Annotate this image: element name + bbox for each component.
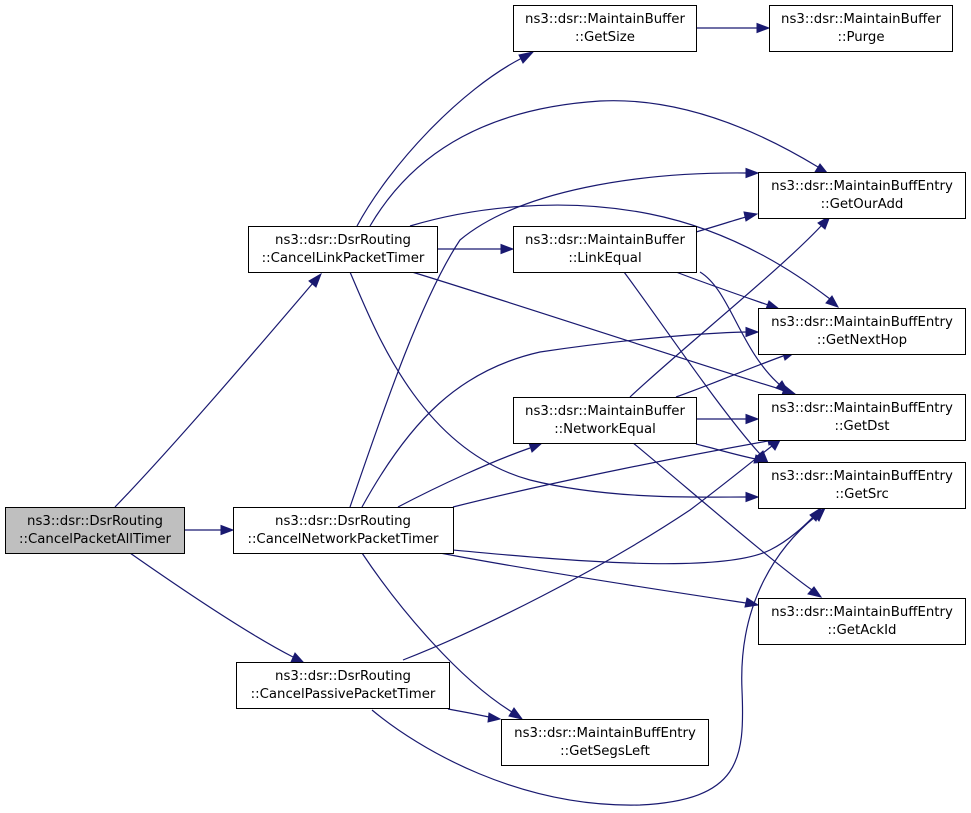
node-line1: ns3::dsr::DsrRouting xyxy=(275,669,411,684)
edge-getsize-to-purge xyxy=(696,22,771,34)
node-line2: ::LinkEqual xyxy=(568,251,641,266)
edge-passive-to-getsegsleft xyxy=(447,708,502,723)
node-maintain-buffer-network-equal[interactable]: ns3::dsr::MaintainBuffer ::NetworkEqual xyxy=(513,397,697,444)
edge-network-to-getsegsleft xyxy=(361,552,524,720)
node-line1: ns3::dsr::MaintainBuffer xyxy=(525,404,685,419)
edges xyxy=(114,22,840,806)
edge-networkequal-to-getsrc xyxy=(695,443,769,464)
edge-linkequal-to-getouradd xyxy=(695,211,759,233)
edge-network-to-getackid xyxy=(439,552,760,608)
node-cancel-packet-all-timer[interactable]: ns3::dsr::DsrRouting ::CancelPacketAllTi… xyxy=(5,507,185,554)
node-line2: ::GetOurAdd xyxy=(821,197,904,212)
node-line1: ns3::dsr::MaintainBuffer xyxy=(781,12,941,27)
edge-linkequal-to-getdst xyxy=(699,271,791,394)
edge-networkequal-to-getnexthop xyxy=(675,350,797,398)
node-line2: ::GetSegsLeft xyxy=(560,744,650,759)
edge-network-to-getdst xyxy=(452,435,782,508)
node-line1: ns3::dsr::MaintainBuffEntry xyxy=(771,605,953,620)
node-entry-get-segs-left[interactable]: ns3::dsr::MaintainBuffEntry ::GetSegsLef… xyxy=(501,719,709,766)
edge-linkequal-to-getnexthop xyxy=(675,271,781,310)
node-line2: ::CancelLinkPacketTimer xyxy=(262,251,425,266)
node-entry-get-our-add[interactable]: ns3::dsr::MaintainBuffEntry ::GetOurAdd xyxy=(758,172,966,219)
edge-network-to-networkequal xyxy=(397,442,544,508)
node-line1: ns3::dsr::MaintainBuffEntry xyxy=(514,726,696,741)
edge-packetall-to-passive xyxy=(129,552,306,664)
node-line2: ::NetworkEqual xyxy=(554,422,656,437)
node-line2: ::Purge xyxy=(837,30,884,45)
node-line2: ::GetDst xyxy=(834,419,889,434)
edge-passive-to-getsrc xyxy=(371,506,827,806)
edge-link-to-getsize xyxy=(356,51,535,227)
node-line1: ns3::dsr::MaintainBuffEntry xyxy=(771,469,953,484)
edge-link-to-getnexthop xyxy=(409,204,840,308)
node-entry-get-ack-id[interactable]: ns3::dsr::MaintainBuffEntry ::GetAckId xyxy=(758,598,966,645)
node-line2: ::GetSrc xyxy=(835,487,889,502)
edge-packetall-to-network xyxy=(184,524,235,536)
edge-networkequal-to-getdst xyxy=(696,413,760,425)
node-line1: ns3::dsr::DsrRouting xyxy=(27,514,163,529)
node-line2: ::GetSize xyxy=(575,30,635,45)
node-line2: ::GetAckId xyxy=(828,623,897,638)
node-line1: ns3::dsr::MaintainBuffEntry xyxy=(771,401,953,416)
edge-network-to-getouradd xyxy=(349,167,760,508)
edge-passive-to-getdst xyxy=(402,437,783,661)
node-line2: ::GetNextHop xyxy=(817,333,907,348)
node-line2: ::CancelPassivePacketTimer xyxy=(251,687,436,702)
node-cancel-network-packet-timer[interactable]: ns3::dsr::DsrRouting ::CancelNetworkPack… xyxy=(233,507,454,554)
node-cancel-passive-packet-timer[interactable]: ns3::dsr::DsrRouting ::CancelPassivePack… xyxy=(236,662,450,709)
node-line2: ::CancelNetworkPacketTimer xyxy=(247,532,439,547)
node-line1: ns3::dsr::MaintainBuffEntry xyxy=(771,179,953,194)
edge-packetall-to-link xyxy=(114,272,322,508)
node-entry-get-dst[interactable]: ns3::dsr::MaintainBuffEntry ::GetDst xyxy=(758,394,966,441)
edge-networkequal-to-getouradd xyxy=(629,214,831,398)
node-maintain-buffer-get-size[interactable]: ns3::dsr::MaintainBuffer ::GetSize xyxy=(513,5,697,52)
edge-link-to-linkequal xyxy=(437,243,515,255)
node-entry-get-next-hop[interactable]: ns3::dsr::MaintainBuffEntry ::GetNextHop xyxy=(758,308,966,355)
node-line2: ::CancelPacketAllTimer xyxy=(19,532,172,547)
node-cancel-link-packet-timer[interactable]: ns3::dsr::DsrRouting ::CancelLinkPacketT… xyxy=(248,226,438,273)
edge-network-to-getsrc xyxy=(452,506,823,565)
edge-link-to-getsrc xyxy=(349,271,760,503)
node-line1: ns3::dsr::DsrRouting xyxy=(275,233,411,248)
node-line1: ns3::dsr::MaintainBuffEntry xyxy=(771,315,953,330)
edge-networkequal-to-getackid xyxy=(631,441,823,598)
node-maintain-buffer-purge[interactable]: ns3::dsr::MaintainBuffer ::Purge xyxy=(769,5,953,52)
node-line1: ns3::dsr::MaintainBuffer xyxy=(525,233,685,248)
edge-network-to-getnexthop xyxy=(361,326,760,508)
node-line1: ns3::dsr::MaintainBuffer xyxy=(525,12,685,27)
node-maintain-buffer-link-equal[interactable]: ns3::dsr::MaintainBuffer ::LinkEqual xyxy=(513,226,697,273)
node-entry-get-src[interactable]: ns3::dsr::MaintainBuffEntry ::GetSrc xyxy=(758,462,966,509)
node-line1: ns3::dsr::DsrRouting xyxy=(275,514,411,529)
edge-link-to-getdst xyxy=(411,271,797,396)
